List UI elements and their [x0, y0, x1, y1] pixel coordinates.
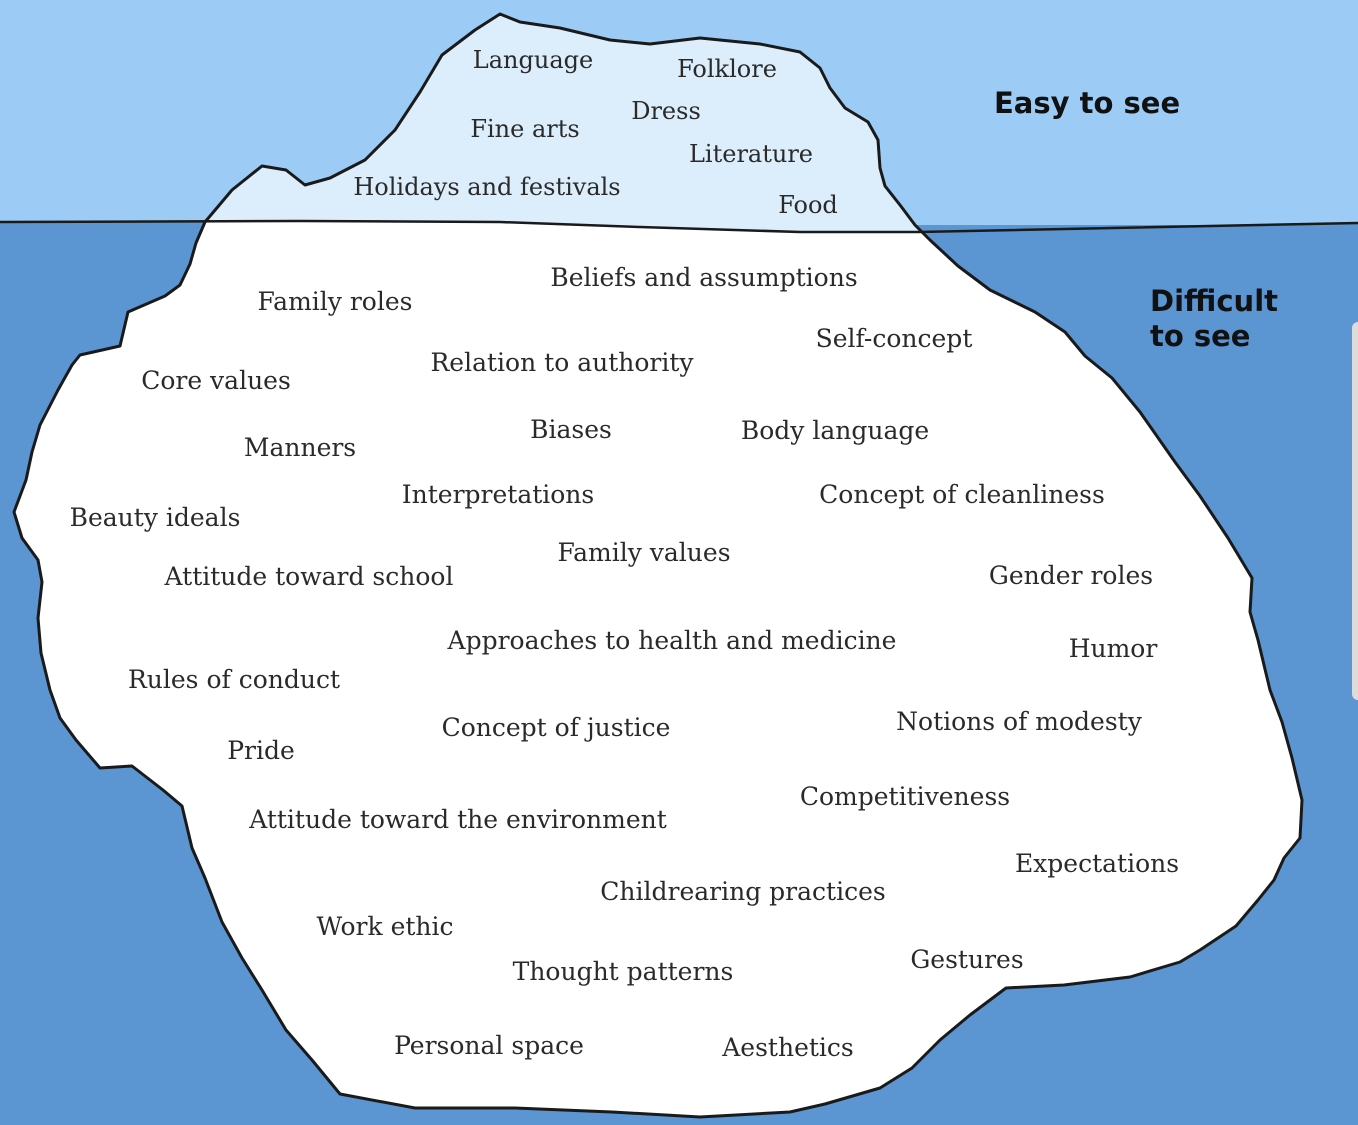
- edge-scroll-tab[interactable]: [1352, 322, 1358, 700]
- item-relation-to-authority: Relation to authority: [430, 348, 694, 377]
- item-family-roles: Family roles: [257, 287, 413, 316]
- label-difficult-line2: to see: [1150, 319, 1251, 354]
- iceberg-body: [14, 221, 1302, 1117]
- item-literature: Literature: [688, 140, 814, 168]
- item-biases: Biases: [530, 415, 612, 444]
- item-thought-patterns: Thought patterns: [512, 957, 734, 986]
- item-gestures: Gestures: [910, 945, 1024, 974]
- iceberg-outline: [12, 12, 1304, 1119]
- item-beliefs-and-assumptions: Beliefs and assumptions: [550, 263, 858, 292]
- item-notions-of-modesty: Notions of modesty: [896, 707, 1142, 736]
- item-holidays-and-festivals: Holidays and festivals: [353, 173, 621, 201]
- item-language: Language: [472, 46, 594, 74]
- label-difficult-to-see: Difficult to see: [1150, 284, 1278, 355]
- item-work-ethic: Work ethic: [316, 912, 454, 941]
- item-body-language: Body language: [740, 416, 930, 445]
- item-dress: Dress: [631, 97, 701, 125]
- item-childrearing-practices: Childrearing practices: [600, 877, 886, 906]
- item-humor: Humor: [1068, 634, 1158, 663]
- item-concept-of-justice: Concept of justice: [441, 713, 671, 742]
- item-manners: Manners: [243, 433, 357, 462]
- item-core-values: Core values: [141, 366, 291, 395]
- item-personal-space: Personal space: [394, 1031, 584, 1060]
- item-folklore: Folklore: [677, 55, 777, 83]
- item-competitiveness: Competitiveness: [799, 782, 1011, 811]
- item-gender-roles: Gender roles: [988, 561, 1154, 590]
- item-family-values: Family values: [557, 538, 731, 567]
- item-aesthetics: Aesthetics: [722, 1033, 854, 1062]
- item-fine-arts: Fine arts: [470, 115, 580, 143]
- item-self-concept: Self-concept: [815, 324, 973, 353]
- item-rules-of-conduct: Rules of conduct: [127, 665, 341, 694]
- item-food: Food: [778, 191, 838, 219]
- waterline: [0, 219, 1358, 234]
- label-difficult-line1: Difficult: [1150, 284, 1278, 318]
- item-interpretations: Interpretations: [401, 480, 595, 509]
- label-easy-to-see: Easy to see: [994, 86, 1181, 120]
- item-expectations: Expectations: [1014, 849, 1180, 878]
- item-beauty-ideals: Beauty ideals: [69, 503, 241, 532]
- item-attitude-toward-school: Attitude toward school: [164, 562, 454, 591]
- item-attitude-toward-the-environment: Attitude toward the environment: [249, 805, 667, 834]
- item-approaches-to-health-and-medicine: Approaches to health and medicine: [447, 626, 897, 655]
- item-pride: Pride: [227, 736, 295, 765]
- item-concept-of-cleanliness: Concept of cleanliness: [819, 480, 1105, 509]
